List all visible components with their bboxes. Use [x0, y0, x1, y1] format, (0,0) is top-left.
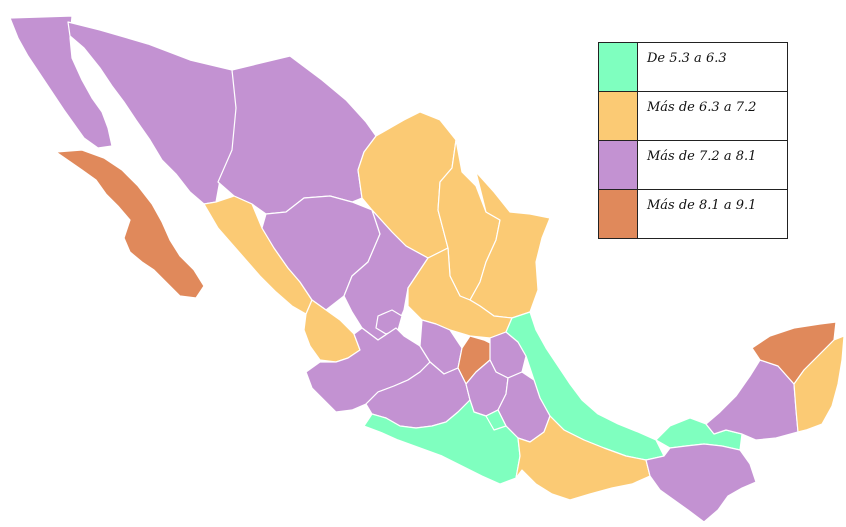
map-legend: De 5.3 a 6.3 Más de 6.3 a 7.2 Más de 7.2… — [598, 42, 788, 239]
legend-item: Más de 8.1 a 9.1 — [599, 190, 787, 238]
legend-label: Más de 7.2 a 8.1 — [647, 149, 757, 164]
legend-item: De 5.3 a 6.3 — [599, 43, 787, 92]
region-baja-california-sur — [55, 149, 205, 299]
legend-item: Más de 7.2 a 8.1 — [599, 141, 787, 190]
region-morelos — [485, 409, 507, 431]
region-sonora — [67, 21, 239, 205]
region-chihuahua — [217, 55, 377, 215]
legend-swatch — [599, 190, 638, 238]
region-baja-california — [9, 15, 113, 149]
region-quintana-roo — [793, 335, 845, 433]
legend-label: Más de 8.1 a 9.1 — [647, 198, 757, 213]
region-guerrero — [363, 399, 521, 485]
legend-swatch — [599, 43, 638, 91]
legend-swatch — [599, 141, 638, 189]
legend-swatch — [599, 92, 638, 140]
legend-item: Más de 6.3 a 7.2 — [599, 92, 787, 141]
legend-label: De 5.3 a 6.3 — [647, 51, 727, 66]
region-chiapas — [645, 443, 757, 523]
region-oaxaca — [515, 415, 651, 501]
legend-label: Más de 6.3 a 7.2 — [647, 100, 757, 115]
